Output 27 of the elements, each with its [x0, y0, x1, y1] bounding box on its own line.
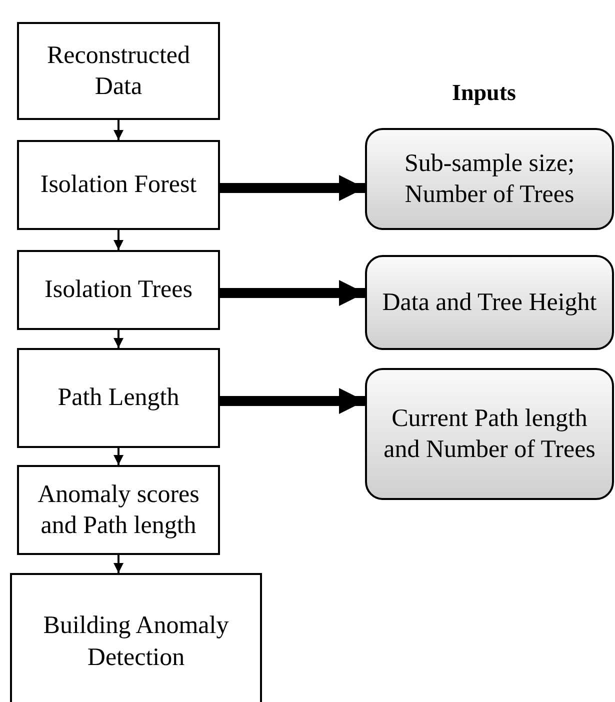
arrow	[220, 388, 365, 414]
arrow	[114, 230, 124, 250]
box-text: Building Anomaly Detection	[42, 611, 230, 672]
process-box	[17, 22, 220, 120]
arrow	[114, 120, 124, 140]
input-box	[365, 368, 614, 500]
box-text: Path Length	[56, 383, 180, 414]
box-text: Sub-sample size; Number of Trees	[403, 148, 576, 210]
box-text: Isolation Forest	[39, 170, 198, 200]
box-text: Current Path length and Number of Trees	[382, 404, 596, 465]
input-box	[365, 128, 614, 230]
arrow	[220, 280, 365, 306]
arrow	[114, 330, 124, 348]
box-text: Data and Tree Height	[381, 288, 598, 318]
box-text: Isolation Trees	[44, 275, 194, 306]
process-box	[17, 348, 220, 448]
process-box	[17, 250, 220, 330]
column-heading: Inputs	[452, 80, 516, 106]
arrow	[114, 555, 124, 573]
input-box	[365, 255, 614, 350]
process-box	[17, 140, 220, 230]
arrow	[114, 448, 124, 465]
process-box	[10, 573, 262, 702]
box-text: Reconstructed Data	[46, 40, 191, 102]
process-box	[17, 465, 220, 555]
box-text: Anomaly scores and Path length	[36, 480, 200, 541]
arrow	[220, 175, 365, 201]
